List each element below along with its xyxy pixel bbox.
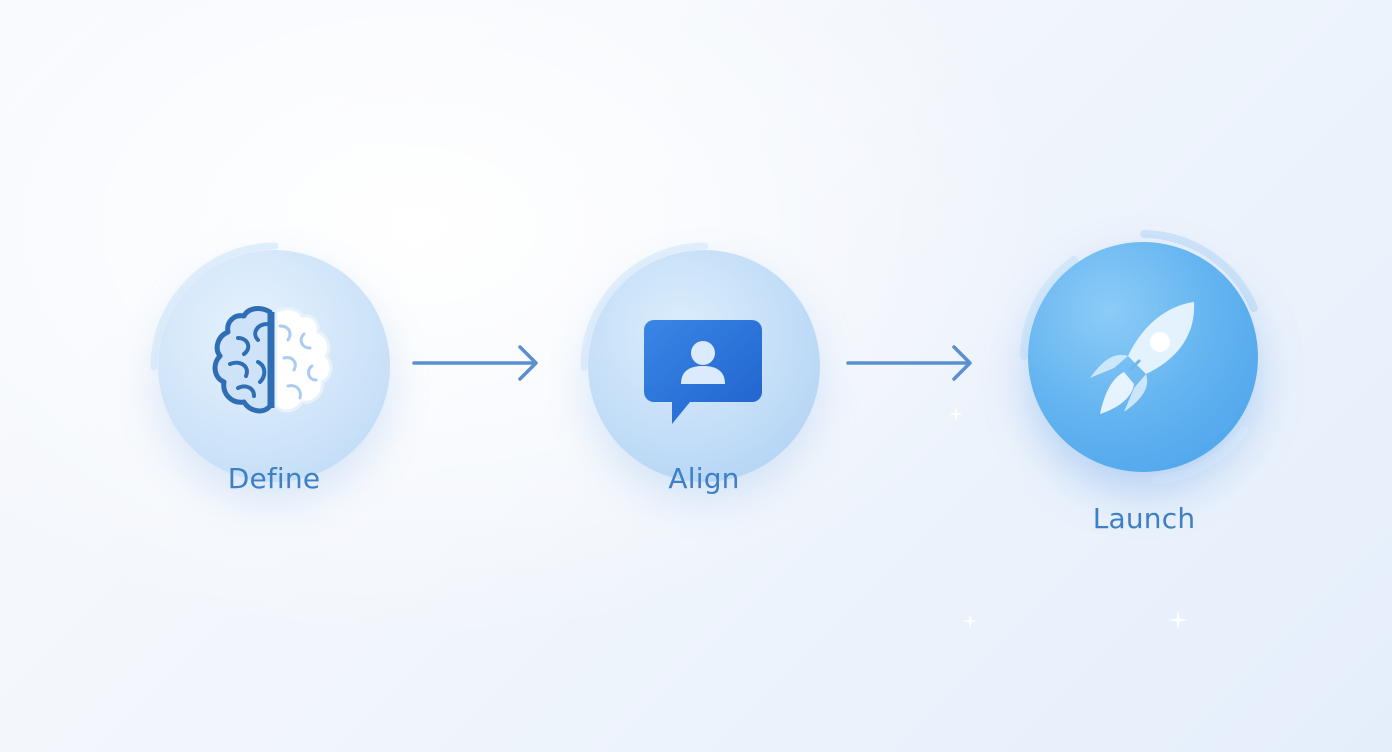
step-label-launch: Launch (1092, 502, 1196, 535)
sparkle-icon (1168, 610, 1188, 630)
launch-halo-arcs (1020, 230, 1258, 485)
brain-icon (212, 306, 333, 414)
sparkle-icon (948, 406, 964, 422)
arrow-right-icon (412, 345, 538, 381)
step-label-define: Define (227, 462, 321, 495)
define-halo-arc (150, 242, 279, 371)
arrow-right-icon (846, 345, 972, 381)
step-label-align: Align (668, 462, 740, 495)
align-halo-arc (580, 242, 709, 371)
sparkle-icon (962, 613, 978, 629)
person-chat-icon (644, 320, 762, 424)
rocket-icon (1090, 302, 1195, 414)
